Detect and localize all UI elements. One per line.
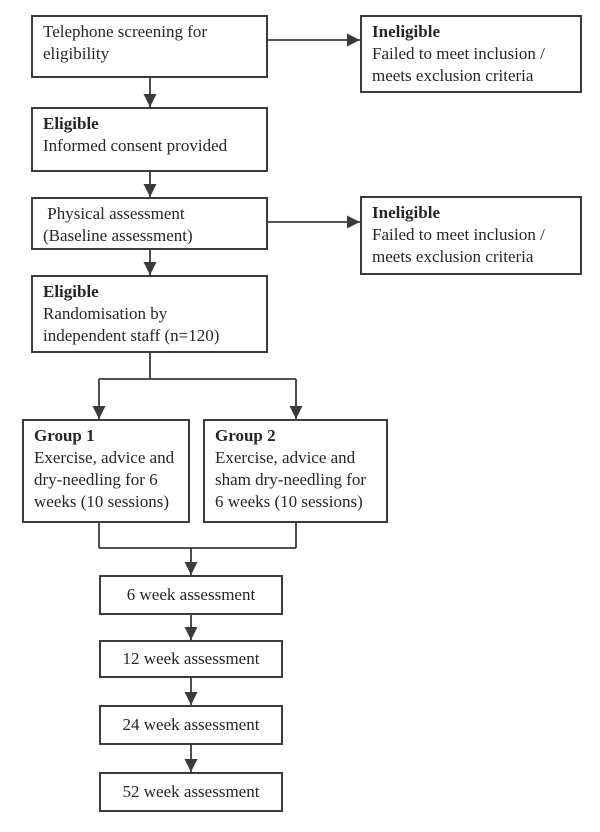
group-1-title: Group 1 (34, 426, 95, 445)
eligible-consent-text: Informed consent provided (43, 136, 228, 155)
ineligible-screening-title: Ineligible (372, 22, 441, 41)
ineligible-baseline-title: Ineligible (372, 203, 441, 222)
box-52-week-assessment: 52 week assessment (99, 772, 283, 812)
12-week-assessment-text: 12 week assessment (122, 649, 260, 668)
box-physical-assessment: Physical assessment (Baseline assessment… (31, 197, 268, 250)
ineligible-baseline-text: Failed to meet inclusion / meets exclusi… (372, 225, 545, 266)
52-week-assessment-text: 52 week assessment (122, 782, 260, 801)
box-telephone-screening: Telephone screening for eligibility (31, 15, 268, 78)
group-1-text: Exercise, advice and dry-needling for 6 … (34, 448, 175, 511)
physical-assessment-text: Physical assessment (Baseline assessment… (43, 204, 193, 245)
connector-randomisation-fork (99, 353, 296, 380)
eligible-randomisation-title: Eligible (43, 282, 99, 301)
group-2-text: Exercise, advice and sham dry-needling f… (215, 448, 367, 511)
eligible-randomisation-text: Randomisation by independent staff (n=12… (43, 304, 220, 345)
24-week-assessment-text: 24 week assessment (122, 715, 260, 734)
box-12-week-assessment: 12 week assessment (99, 640, 283, 678)
ineligible-screening-text: Failed to meet inclusion / meets exclusi… (372, 44, 545, 85)
box-eligible-consent: Eligible Informed consent provided (31, 107, 268, 172)
box-eligible-randomisation: Eligible Randomisation by independent st… (31, 275, 268, 353)
connector-groups-merge (98, 523, 297, 549)
box-group-2: Group 2 Exercise, advice and sham dry-ne… (203, 419, 388, 523)
eligible-consent-title: Eligible (43, 114, 99, 133)
box-ineligible-screening: Ineligible Failed to meet inclusion / me… (360, 15, 582, 93)
box-6-week-assessment: 6 week assessment (99, 575, 283, 615)
box-ineligible-baseline: Ineligible Failed to meet inclusion / me… (360, 196, 582, 275)
box-group-1: Group 1 Exercise, advice and dry-needlin… (22, 419, 190, 523)
group-2-title: Group 2 (215, 426, 276, 445)
box-24-week-assessment: 24 week assessment (99, 705, 283, 745)
telephone-screening-text: Telephone screening for eligibility (43, 22, 208, 63)
6-week-assessment-text: 6 week assessment (126, 585, 256, 604)
